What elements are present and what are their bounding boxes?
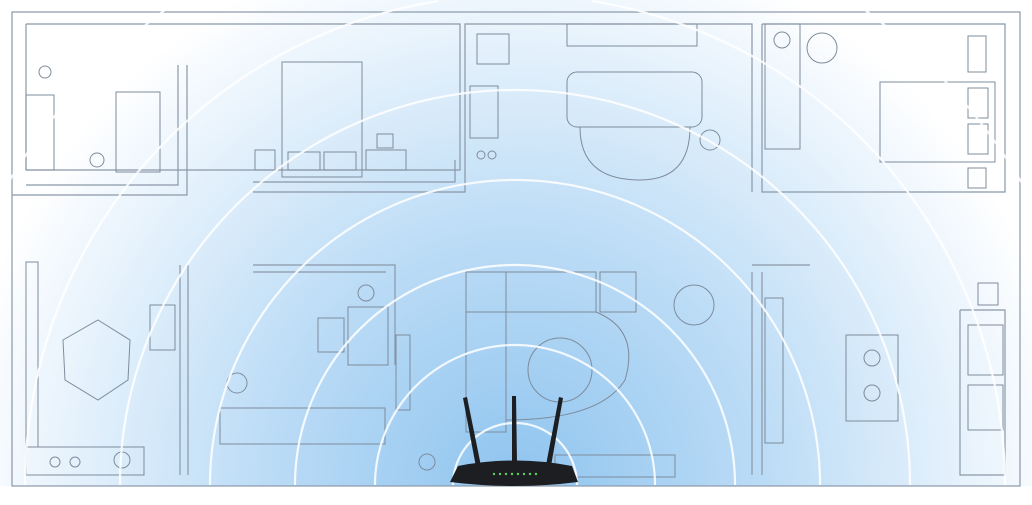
router-led [498, 472, 502, 476]
wifi-wave-7 [0, 0, 1030, 196]
router-led [522, 472, 526, 476]
router-antenna-left [463, 397, 481, 467]
router-led [528, 472, 532, 476]
router-led [516, 472, 520, 476]
wifi-wave-2 [373, 343, 657, 485]
wifi-wave-4 [208, 178, 822, 485]
router-body [450, 460, 578, 486]
router [450, 396, 578, 486]
router-led [492, 472, 496, 476]
router-led [504, 472, 508, 476]
wifi-wave-5 [118, 88, 912, 485]
router-antenna-right [546, 397, 563, 466]
router-antenna-center [512, 396, 517, 462]
wifi-wave-3 [293, 263, 737, 485]
router-led [510, 472, 514, 476]
router-led [534, 472, 538, 476]
wifi-signal-waves [0, 0, 1030, 485]
router-leds [492, 472, 538, 476]
wifi-wave-6 [23, 0, 1007, 485]
